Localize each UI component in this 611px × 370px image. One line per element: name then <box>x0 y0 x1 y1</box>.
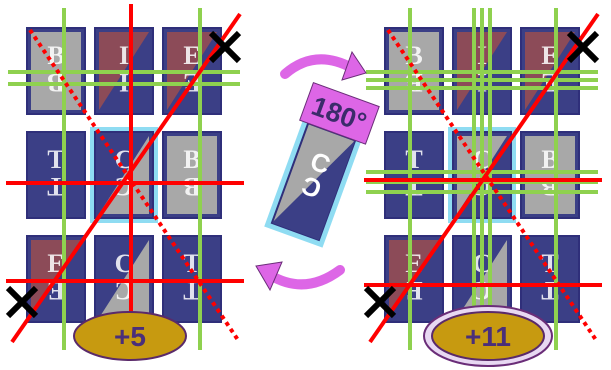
card-t: TT <box>384 131 444 219</box>
board-before: BBIIEETTCCBBEECCTT+5 <box>5 4 244 361</box>
score-label: +5 <box>114 321 146 352</box>
card-b: BB <box>520 131 580 219</box>
card-letter-flipped: T <box>47 172 64 201</box>
score-badge <box>431 311 545 361</box>
card-letter: I <box>119 41 129 70</box>
x-mark-stroke <box>208 30 242 64</box>
rotation-panel: C C 180° <box>255 50 380 292</box>
x-mark-stroke <box>566 30 600 64</box>
card-c: CC <box>90 127 158 223</box>
red-diagonal-line <box>10 12 242 344</box>
card-letter: B <box>183 145 200 174</box>
rotated-card-navy-half <box>271 140 356 240</box>
score-badge <box>73 311 187 361</box>
card-letter: B <box>405 41 422 70</box>
card-letter: E <box>183 41 200 70</box>
card-b: BB <box>162 131 222 219</box>
card-inner <box>525 240 575 318</box>
x-mark-icon <box>363 285 397 319</box>
board-after: BBIIEETTCCBBEECCTT+11 <box>363 8 602 367</box>
card-t: TT <box>26 131 86 219</box>
x-mark-stroke <box>363 285 397 319</box>
card-letter: C <box>115 249 134 278</box>
score-label: +11 <box>465 321 511 352</box>
rotate-arrow-bottom-icon <box>265 265 345 290</box>
rotate-arrow-bottom-head-icon <box>255 261 283 292</box>
card-letter-flipped: B <box>183 172 200 201</box>
rotate-arrow-top-icon <box>280 54 357 79</box>
red-dotted-diagonal-line <box>386 28 598 342</box>
card-letter: E <box>405 249 422 278</box>
rotation-badge <box>299 81 380 145</box>
red-diagonal-line <box>368 12 600 344</box>
card-diagonal-half <box>99 136 149 214</box>
card-letter: C <box>115 145 134 174</box>
card-letter: T <box>47 145 64 174</box>
card-inner <box>389 136 439 214</box>
red-dotted-diagonal-line <box>28 28 240 342</box>
card-t: TT <box>520 235 580 323</box>
x-mark-stroke <box>5 285 39 319</box>
x-mark-icon <box>5 285 39 319</box>
card-letter-flipped: T <box>405 172 422 201</box>
card-letter-flipped: T <box>183 276 200 305</box>
x-mark-icon <box>566 30 600 64</box>
card-inner <box>167 136 217 214</box>
card-letter-flipped: C <box>115 276 134 305</box>
card-letter: T <box>183 249 200 278</box>
rotate-arrow-top-head-icon <box>341 50 367 81</box>
card-inner <box>31 136 81 214</box>
x-mark-icon <box>208 30 242 64</box>
card-letter: B <box>47 41 64 70</box>
card-inner <box>525 136 575 214</box>
card-letter: T <box>405 145 422 174</box>
